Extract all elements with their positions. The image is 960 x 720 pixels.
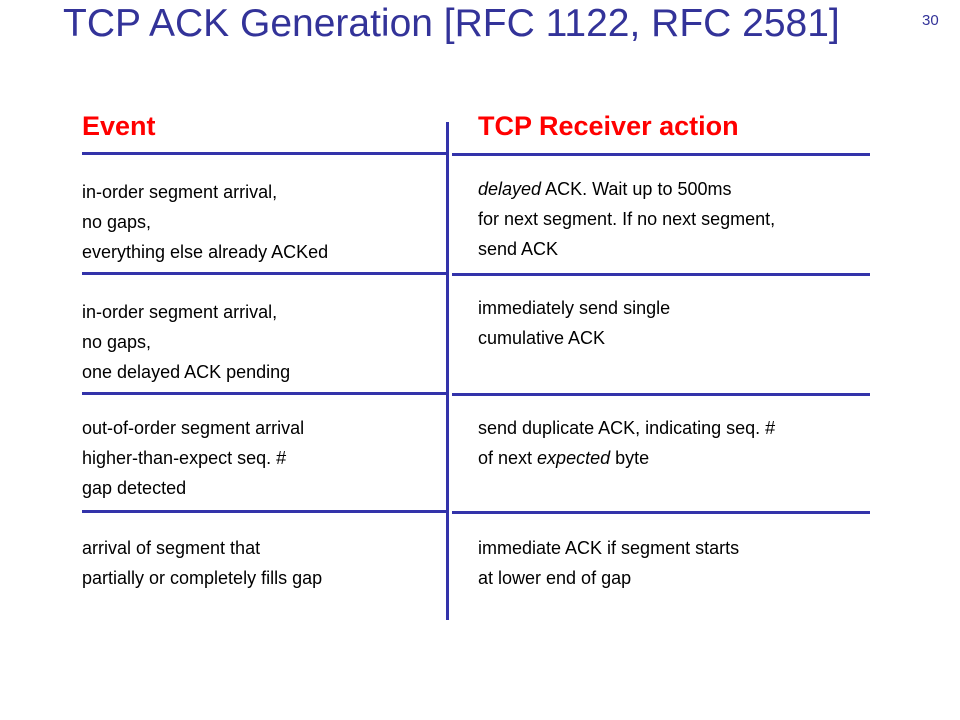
action-line: of next expected byte <box>478 443 775 473</box>
event-line: partially or completely fills gap <box>82 568 323 588</box>
event-cell-1: in-order segment arrival, no gaps, every… <box>82 177 328 267</box>
event-line: one delayed ACK pending <box>82 362 291 382</box>
row-rule-right <box>452 393 870 396</box>
action-cell-1: delayed ACK. Wait up to 500ms for next s… <box>478 174 775 264</box>
row-rule-right <box>452 273 870 276</box>
action-text: ACK. Wait up to 500ms <box>541 179 732 199</box>
event-line: out-of-order segment arrival <box>82 418 305 438</box>
action-line: cumulative ACK <box>478 328 606 348</box>
event-line: everything else already ACKed <box>82 242 329 262</box>
action-text: of next <box>478 448 538 468</box>
event-line: in-order segment arrival, <box>82 302 278 322</box>
row-rule-right <box>452 153 870 156</box>
action-line: immediate ACK if segment starts <box>478 538 740 558</box>
event-line: gap detected <box>82 478 187 498</box>
event-column-header: Event <box>82 111 156 141</box>
row-rule-left <box>82 152 447 155</box>
event-line: in-order segment arrival, <box>82 182 278 202</box>
action-text: byte <box>610 448 650 468</box>
action-line: for next segment. If no next segment, <box>478 209 776 229</box>
event-cell-2: in-order segment arrival, no gaps, one d… <box>82 297 290 387</box>
event-line: arrival of segment that <box>82 538 261 558</box>
action-cell-4: immediate ACK if segment starts at lower… <box>478 533 739 593</box>
action-line: delayed ACK. Wait up to 500ms <box>478 174 775 204</box>
event-cell-4: arrival of segment that partially or com… <box>82 533 322 593</box>
slide-number: 30 <box>922 12 939 29</box>
row-rule-right <box>452 511 870 514</box>
event-line: higher-than-expect seq. # <box>82 448 287 468</box>
action-cell-3: send duplicate ACK, indicating seq. # of… <box>478 413 775 473</box>
action-italic: expected <box>537 448 611 468</box>
action-italic: delayed <box>478 179 542 199</box>
action-line: send duplicate ACK, indicating seq. # <box>478 418 776 438</box>
action-line: send ACK <box>478 239 559 259</box>
action-line: immediately send single <box>478 298 671 318</box>
event-line: no gaps, <box>82 332 152 352</box>
column-divider <box>446 122 449 620</box>
row-rule-left <box>82 392 447 395</box>
action-cell-2: immediately send single cumulative ACK <box>478 293 670 353</box>
event-cell-3: out-of-order segment arrival higher-than… <box>82 413 304 503</box>
row-rule-left <box>82 272 447 275</box>
row-rule-left <box>82 510 447 513</box>
action-line: at lower end of gap <box>478 568 632 588</box>
event-line: no gaps, <box>82 212 152 232</box>
slide-title: TCP ACK Generation [RFC 1122, RFC 2581] <box>63 2 840 45</box>
action-column-header: TCP Receiver action <box>478 111 739 141</box>
